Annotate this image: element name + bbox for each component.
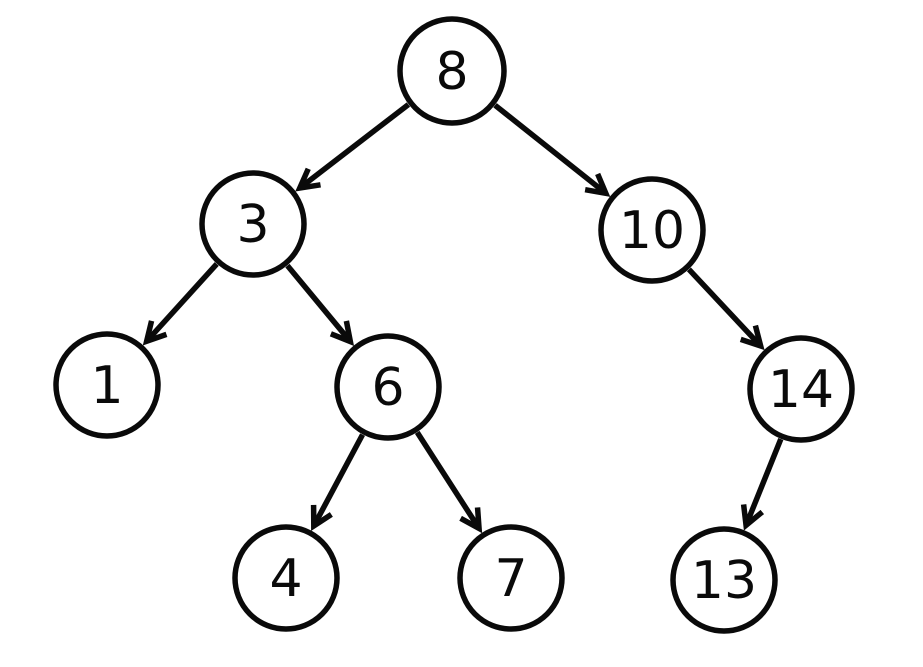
nodes-layer: 8 3 10 1 6 14 4 7 13 <box>53 16 855 634</box>
node-circle[interactable] <box>334 333 442 441</box>
node-label: 1 <box>90 356 123 416</box>
arrowhead-icon <box>740 504 765 531</box>
node-label: 6 <box>371 358 404 418</box>
edge-line <box>414 430 482 530</box>
arrowhead-icon <box>310 504 333 532</box>
node-label: 4 <box>269 549 302 609</box>
node-circle[interactable] <box>397 16 507 126</box>
node-circle[interactable] <box>53 331 161 439</box>
edges-layer <box>142 102 784 534</box>
node-circle[interactable] <box>747 335 855 443</box>
tree-node-14[interactable]: 14 <box>747 335 855 443</box>
edge-line <box>311 433 365 528</box>
tree-edge <box>740 438 784 531</box>
arrowhead-icon <box>295 167 321 192</box>
node-circle[interactable] <box>457 524 565 632</box>
node-circle[interactable] <box>232 524 340 632</box>
tree-edge <box>142 262 219 346</box>
node-label: 13 <box>691 551 757 611</box>
tree-edge <box>285 263 355 346</box>
node-circle[interactable] <box>670 526 778 634</box>
edge-line <box>285 263 353 344</box>
node-label: 8 <box>435 42 468 102</box>
node-circle[interactable] <box>199 170 307 278</box>
tree-node-8[interactable]: 8 <box>397 16 507 126</box>
arrowhead-icon <box>329 320 355 346</box>
arrowhead-icon <box>739 324 765 351</box>
node-label: 14 <box>768 360 834 420</box>
edge-line <box>144 262 219 344</box>
tree-node-13[interactable]: 13 <box>670 526 778 634</box>
arrowhead-icon <box>142 320 168 346</box>
tree-node-7[interactable]: 7 <box>457 524 565 632</box>
arrowhead-icon <box>459 507 483 534</box>
tree-node-4[interactable]: 4 <box>232 524 340 632</box>
node-circle[interactable] <box>598 176 706 284</box>
tree-node-6[interactable]: 6 <box>334 333 442 441</box>
tree-node-1[interactable]: 1 <box>53 331 161 439</box>
arrowhead-icon <box>584 172 611 197</box>
tree-edge <box>414 430 483 534</box>
node-label: 7 <box>494 549 527 609</box>
edge-line <box>298 102 411 191</box>
node-label: 3 <box>236 195 269 255</box>
edge-line <box>686 267 763 348</box>
edge-line <box>493 103 608 196</box>
edge-line <box>743 438 784 527</box>
node-label: 10 <box>619 201 685 261</box>
tree-node-10[interactable]: 10 <box>598 176 706 284</box>
tree-edge <box>493 103 611 197</box>
tree-edge <box>295 102 411 192</box>
tree-edge <box>310 433 365 532</box>
tree-node-3[interactable]: 3 <box>199 170 307 278</box>
tree-edge <box>686 267 765 351</box>
